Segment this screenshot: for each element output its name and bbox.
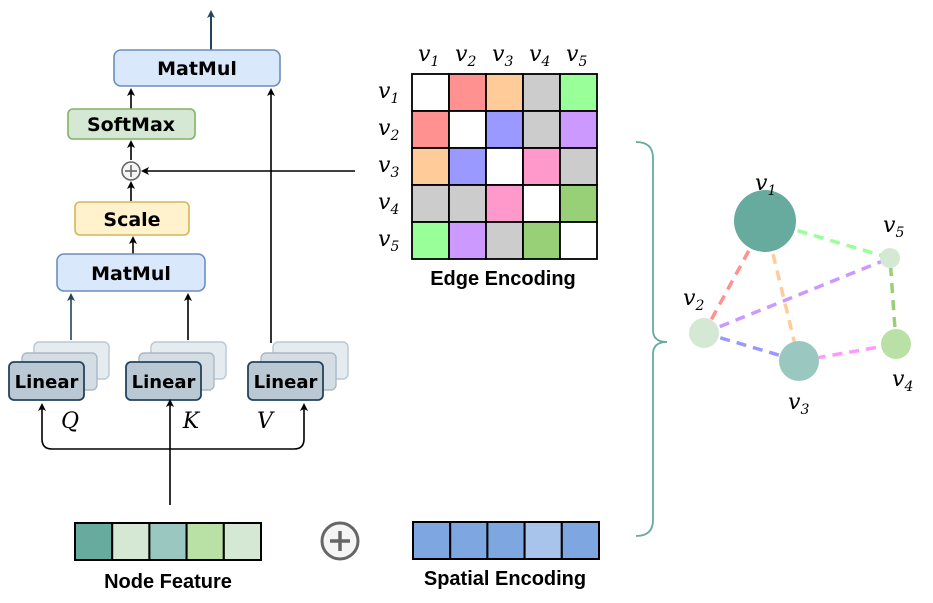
linear-label: Linear <box>132 372 196 393</box>
spatial-encoding-caption: Spatial Encoding <box>424 568 586 590</box>
edge-encoding-cell <box>522 147 561 186</box>
k-label: K <box>182 409 201 434</box>
softmax-box: SoftMax <box>67 108 196 140</box>
linear-box <box>8 361 85 401</box>
edge-encoding-cell <box>485 147 524 186</box>
edge-encoding-cell <box>411 221 450 260</box>
edge-encoding-cell <box>559 110 598 149</box>
spatial-encoding-cell <box>523 521 563 560</box>
edge-encoding-cell <box>411 110 450 149</box>
linear-label: Linear <box>254 372 318 393</box>
matrix-col-label: v4 <box>529 42 550 70</box>
edge-encoding-cell <box>448 147 487 186</box>
arrow-input-to-q-linear <box>38 403 170 450</box>
edge-encoding-cell <box>485 184 524 223</box>
node-feature-caption: Node Feature <box>104 571 232 593</box>
q-label: Q <box>61 409 79 434</box>
linear-stack-q: Linear <box>8 341 110 401</box>
edge-encoding-cell <box>448 110 487 149</box>
matrix-row-label: v4 <box>378 190 399 218</box>
edge-encoding-cell <box>448 184 487 223</box>
node-feature-vector: Node Feature <box>74 522 263 593</box>
edge-encoding-cell <box>411 147 450 186</box>
linear-box <box>125 361 202 401</box>
node-feature-cell <box>148 522 188 561</box>
graph-node-v1 <box>734 190 796 252</box>
matrix-row-label: v3 <box>378 153 399 181</box>
edge-encoding-cell <box>559 73 598 112</box>
attention-block: MatMul SoftMax Scale <box>8 10 355 505</box>
spatial-encoding-cell <box>486 521 526 560</box>
matrix-row-label: v1 <box>378 79 399 107</box>
linear-label: Linear <box>15 372 79 393</box>
scale-box: Scale <box>74 201 190 236</box>
curly-brace <box>635 141 668 537</box>
spatial-encoding-cell <box>560 521 600 560</box>
edge-encoding-cell <box>559 221 598 260</box>
edge-encoding-cell <box>522 221 561 260</box>
edge-encoding-cell <box>448 221 487 260</box>
bottom-matmul-label: MatMul <box>91 263 171 285</box>
matrix-col-label: v5 <box>566 42 587 70</box>
edge-encoding-cell <box>559 184 598 223</box>
v-label: V <box>257 409 275 434</box>
softmax-label: SoftMax <box>87 114 175 136</box>
top-matmul-label: MatMul <box>157 58 237 80</box>
edge-encoding-cell <box>411 73 450 112</box>
graph-edge-v2-v5 <box>703 256 891 335</box>
graph-node-v4 <box>881 329 911 359</box>
node-feature-cell <box>222 522 263 561</box>
spatial-encoding-cell <box>412 521 452 560</box>
spatial-encoding-vector: Spatial Encoding <box>412 521 600 590</box>
graph-node-v3 <box>779 341 819 381</box>
edge-encoding-cell <box>522 184 561 223</box>
bottom-matmul-box: MatMul <box>56 253 206 292</box>
node-feature-cell <box>185 522 225 561</box>
matrix-col-label: v2 <box>455 42 476 70</box>
edge-encoding-cell <box>485 221 524 260</box>
node-feature-cell <box>111 522 151 561</box>
edge-encoding-cell <box>448 73 487 112</box>
edge-encoding-cell <box>485 110 524 149</box>
graph-node-label-v3: v3 <box>788 390 809 418</box>
spatial-encoding-cell <box>449 521 489 560</box>
edge-encoding-caption: Edge Encoding <box>430 268 576 290</box>
graph-edge-v4-v5 <box>888 257 898 345</box>
linear-stack-v: Linear <box>247 341 349 401</box>
node-feature-cell <box>74 522 114 561</box>
graph-node-label-v2: v2 <box>683 286 704 314</box>
graph-node-v2 <box>689 318 719 348</box>
edge-encoding-cell <box>522 73 561 112</box>
linear-box <box>247 361 324 401</box>
plus-icon <box>320 521 360 561</box>
edge-encoding-cell <box>522 110 561 149</box>
linear-stack-k: Linear <box>125 341 227 401</box>
scale-label: Scale <box>103 209 160 231</box>
arrow-input-to-v-linear <box>170 403 308 450</box>
matrix-row-label: v2 <box>378 116 399 144</box>
edge-encoding-cell <box>485 73 524 112</box>
matrix-col-label: v1 <box>418 42 439 70</box>
graph-node-label-v4: v4 <box>892 367 913 395</box>
graph-node-label-v1: v1 <box>755 171 776 199</box>
matrix-row-label: v5 <box>378 227 399 255</box>
graph: v1 v2 v3 v4 v5 <box>683 171 913 418</box>
top-matmul-box: MatMul <box>113 49 281 87</box>
graph-node-label-v5: v5 <box>883 213 904 241</box>
edge-encoding-cell <box>411 184 450 223</box>
edge-encoding-matrix: v1 v2 v3 v4 v5 v1 v2 v3 v4 v5 Edge Encoding <box>378 42 598 290</box>
edge-encoding-cell <box>559 147 598 186</box>
matrix-col-label: v3 <box>492 42 513 70</box>
add-operator-icon <box>121 161 141 181</box>
graph-node-v5 <box>880 248 900 268</box>
